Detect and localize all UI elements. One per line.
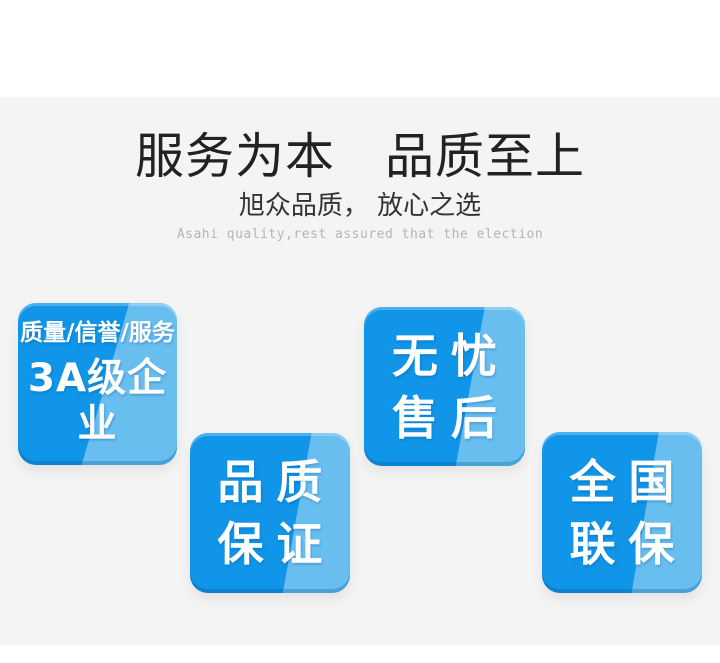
badge-3a-enterprise: 质量/信誉/服务 3A级企业 [18, 303, 177, 465]
badge-aftersales-line2: 售后 [392, 390, 510, 445]
badge-worry-free-aftersales: 无忧 售后 [364, 307, 525, 466]
badge-warranty-line1: 全国 [569, 454, 688, 509]
badge-nationwide-warranty: 全国 联保 [542, 432, 702, 593]
badge-quality-line1: 品质 [217, 455, 336, 509]
badge-warranty-line2: 联保 [569, 516, 688, 571]
badge-aftersales-line1: 无忧 [392, 328, 510, 383]
page-subtitle: 旭众品质， 放心之选 [238, 190, 482, 221]
badge-quality-guarantee: 品质 保证 [190, 433, 350, 593]
promo-header: 服务为本 品质至上 旭众品质， 放心之选 Asahi quality,rest … [0, 97, 720, 242]
badge-3a-line2: 3A级企业 [27, 355, 168, 448]
badge-3a-line1: 质量/信誉/服务 [20, 319, 175, 346]
page-subtitle-english: Asahi quality,rest assured that the elec… [176, 226, 544, 242]
badge-quality-line2: 保证 [217, 517, 336, 571]
page-title: 服务为本 品质至上 [134, 128, 585, 185]
